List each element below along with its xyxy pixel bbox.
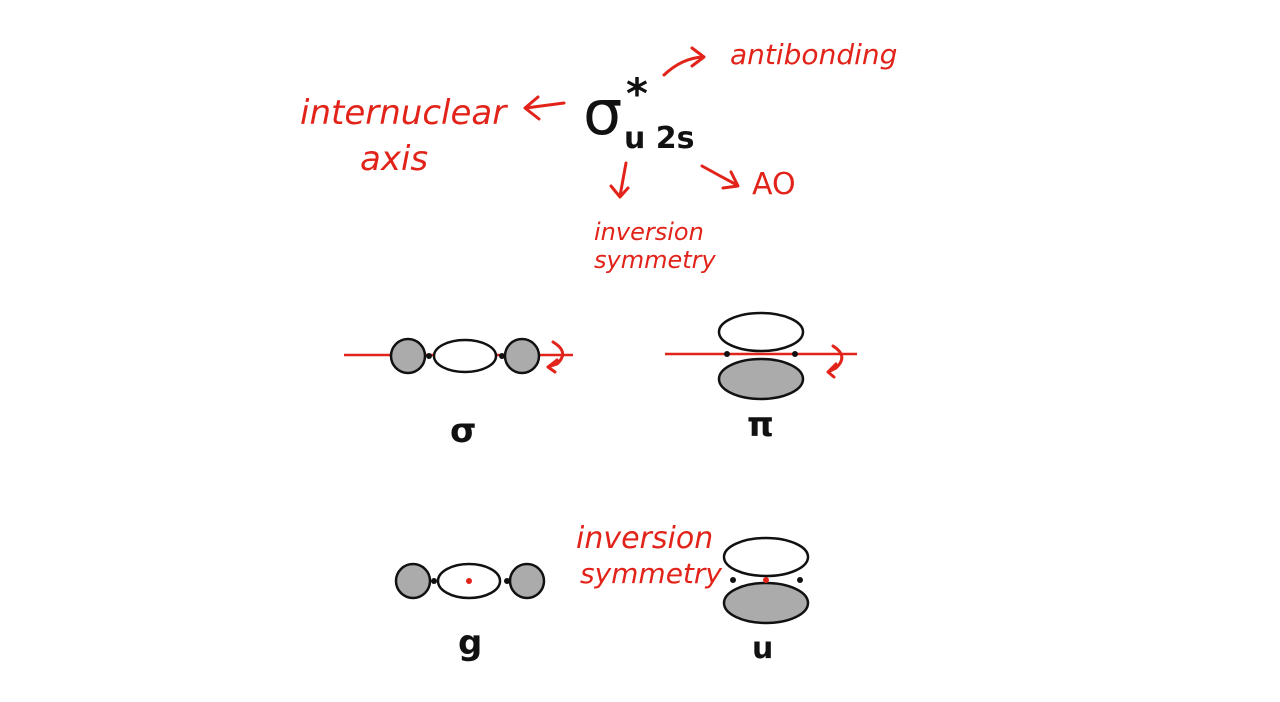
label-pi: π bbox=[747, 405, 774, 445]
u-node-right bbox=[797, 577, 803, 583]
pi-orbital-diagram bbox=[665, 311, 857, 401]
label-u: u bbox=[752, 631, 773, 666]
g-left-lobe bbox=[394, 562, 432, 600]
arrow-inversion-icon bbox=[609, 161, 630, 199]
arrow-internuclear-icon bbox=[523, 95, 566, 121]
label-g: g bbox=[458, 623, 482, 663]
annotation-internuclear: internuclear bbox=[300, 93, 508, 133]
u-inversion-center bbox=[763, 577, 769, 583]
pi-bottom-lobe bbox=[717, 357, 805, 401]
arrow-ao-icon bbox=[700, 164, 740, 190]
g-orbital-diagram bbox=[394, 562, 546, 600]
pi-top-lobe bbox=[717, 311, 805, 353]
g-node-left bbox=[431, 578, 437, 584]
annotation-axis: axis bbox=[360, 139, 428, 179]
arrow-antibonding-icon bbox=[662, 46, 706, 77]
sigma-center-lobe bbox=[432, 338, 498, 374]
sigma-main-symbol: σ bbox=[583, 76, 622, 149]
u-top-lobe bbox=[722, 536, 810, 578]
u-orbital-diagram bbox=[722, 536, 810, 625]
star-superscript: * bbox=[626, 69, 648, 118]
sigma-node-left bbox=[426, 353, 432, 359]
annotation-antibonding: antibonding bbox=[730, 38, 897, 71]
u-bottom-lobe bbox=[722, 581, 810, 625]
pi-rotation-arrow-icon bbox=[826, 344, 844, 379]
annotation-inversion-bottom: inversion bbox=[576, 521, 713, 556]
g-right-lobe bbox=[508, 562, 546, 600]
sigma-right-lobe bbox=[503, 337, 541, 375]
g-node-right bbox=[504, 578, 510, 584]
subscript-label: u 2s bbox=[624, 121, 695, 156]
u-node-left bbox=[730, 577, 736, 583]
annotation-symmetry-bottom: symmetry bbox=[580, 557, 722, 590]
g-inversion-center bbox=[466, 578, 472, 584]
sigma-node-right bbox=[499, 353, 505, 359]
sigma-left-lobe bbox=[389, 337, 427, 375]
pi-node-right bbox=[792, 351, 798, 357]
sigma-orbital-diagram bbox=[344, 337, 573, 375]
annotation-ao: AO bbox=[752, 167, 796, 202]
label-sigma: σ bbox=[450, 411, 476, 451]
pi-node-left bbox=[724, 351, 730, 357]
sigma-rotation-arrow-icon bbox=[546, 340, 565, 374]
annotation-symmetry-top: symmetry bbox=[594, 246, 717, 274]
annotation-inversion-top: inversion bbox=[594, 218, 704, 246]
